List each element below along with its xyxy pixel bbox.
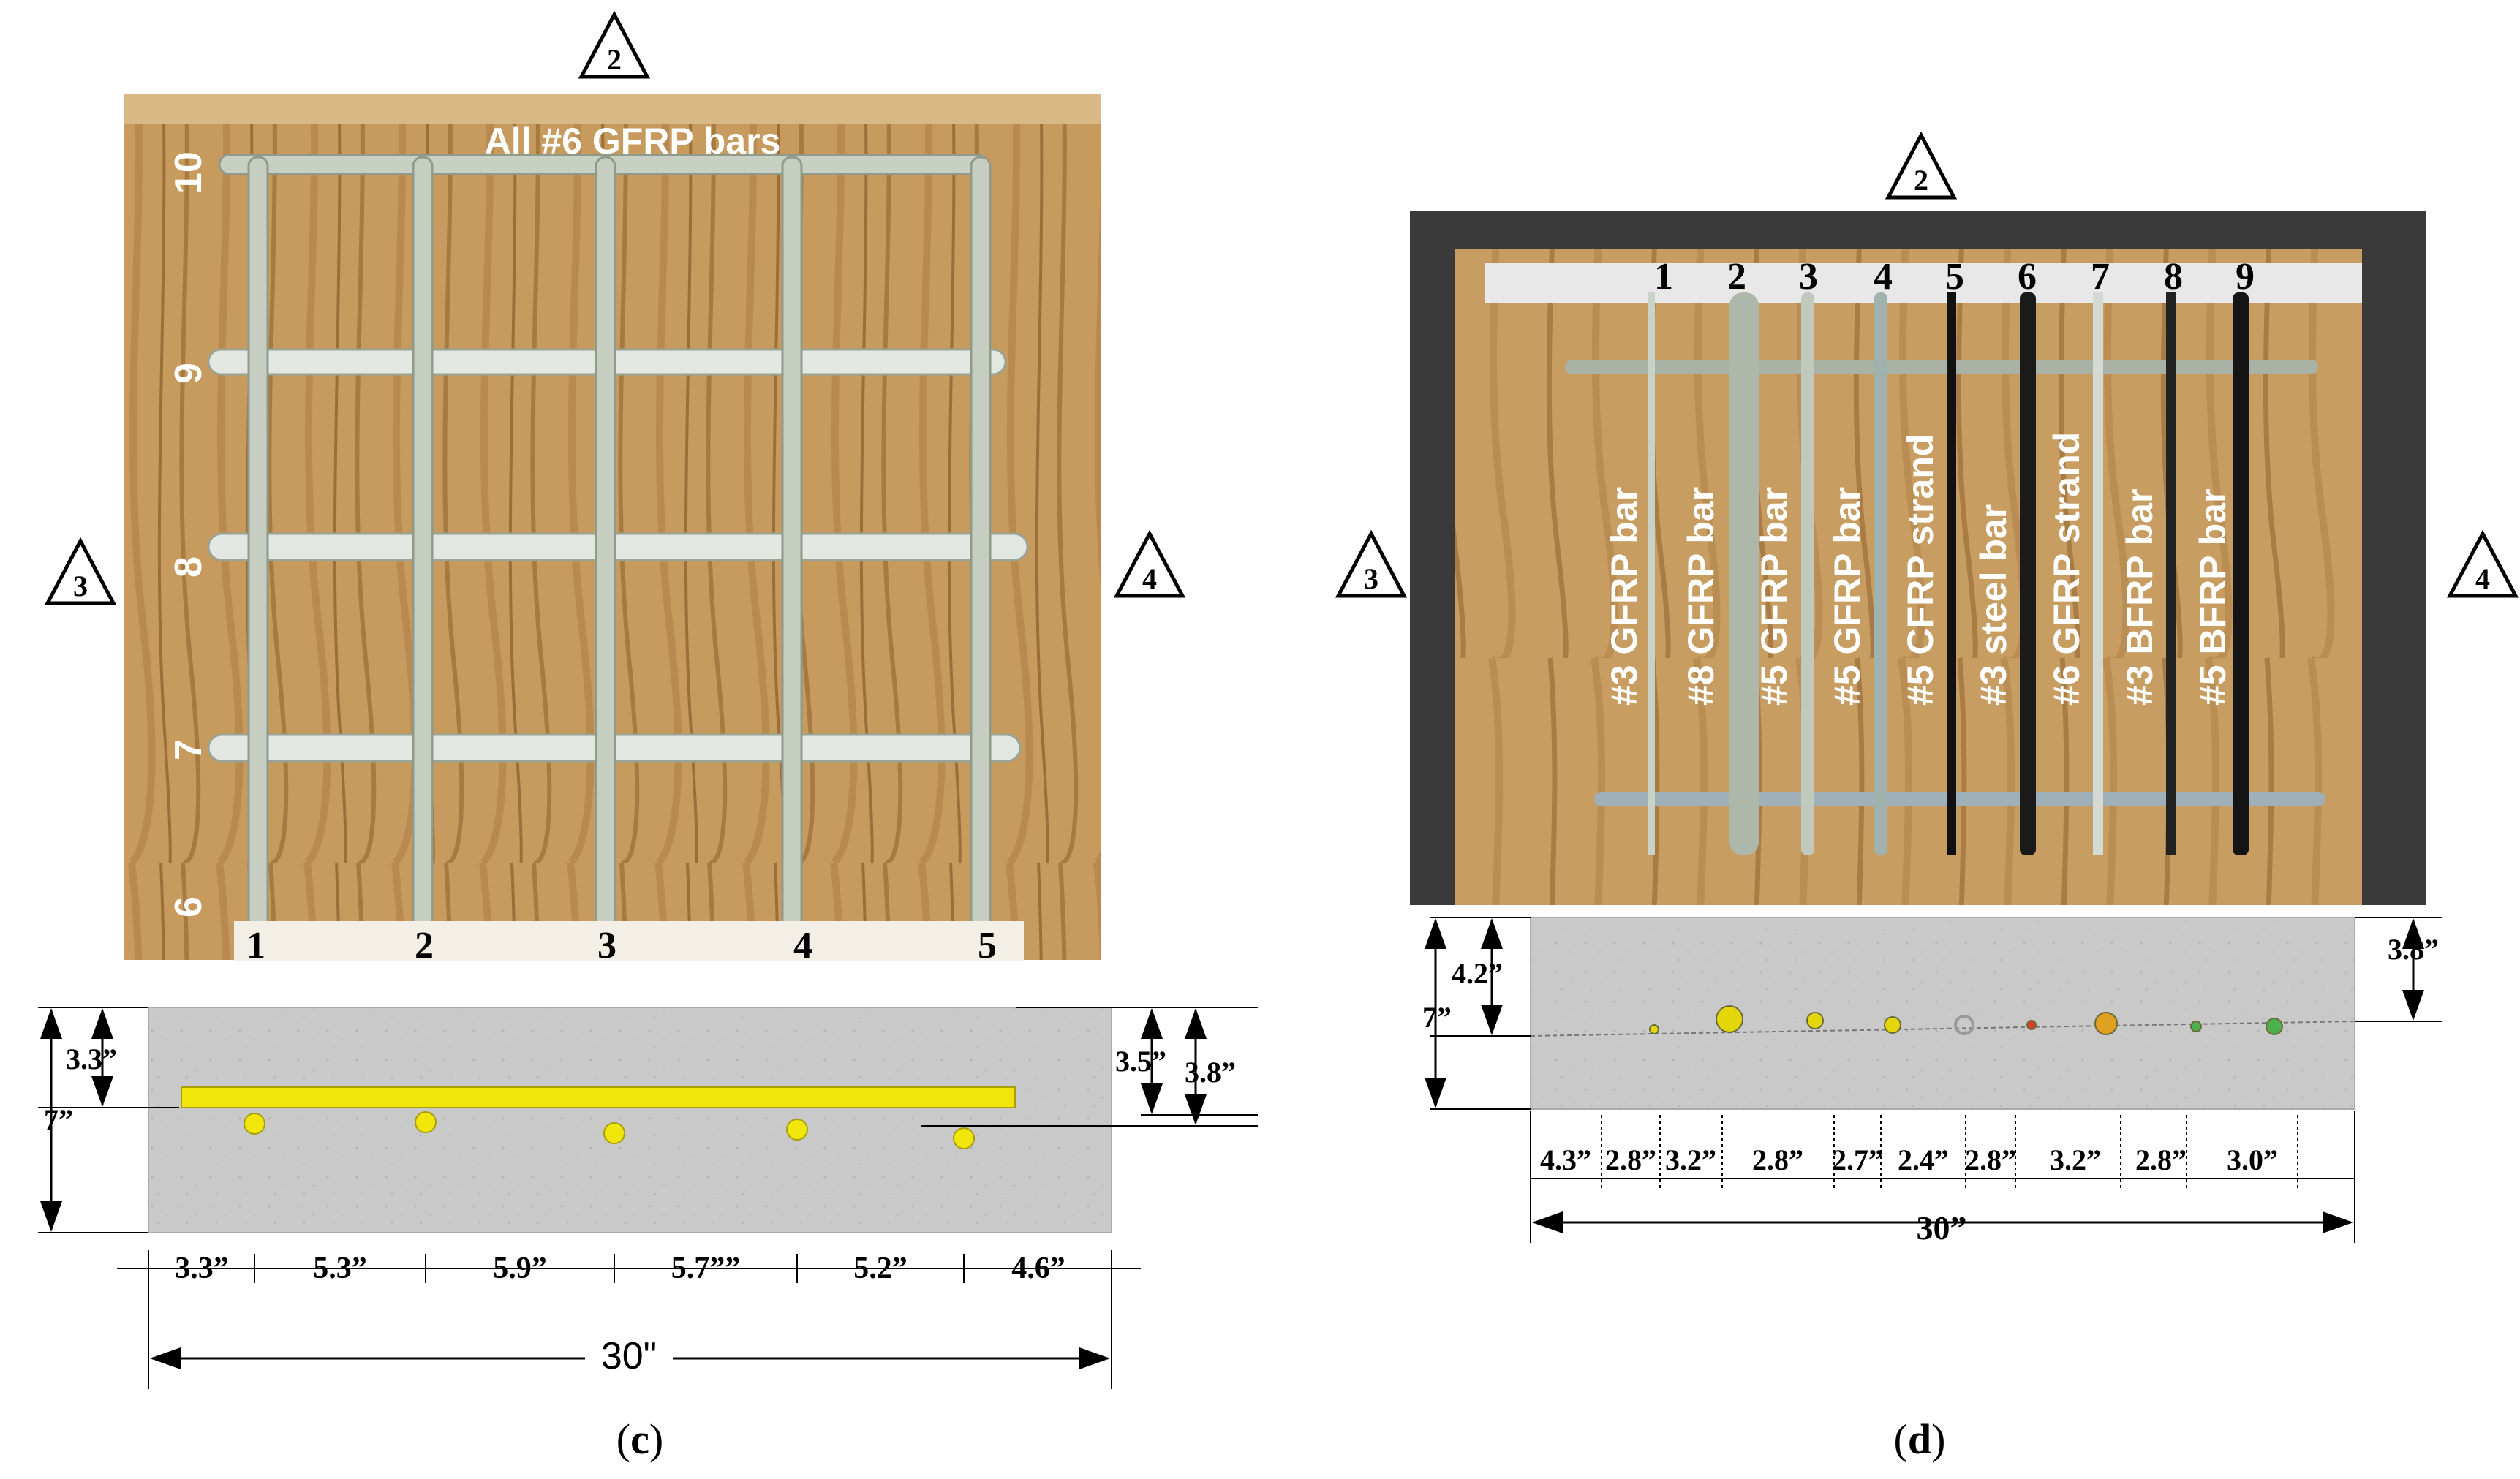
bar-number-c-8: 8 [167,556,210,578]
top-cover-label-d: 4.2” [1452,957,1503,990]
section-marker-right-c: 4 [1113,529,1186,598]
bar-label-d-3: #5 GFRP bar [1754,487,1795,706]
photo-title-c: All #6 GFRP bars [485,121,781,162]
bar-number-c-1: 1 [246,925,265,967]
panel-d: 2 3 4 [1335,131,2519,1463]
top-cover-label-c: 3.3” [66,1043,117,1075]
longitudinal-bars-d [1648,292,2249,855]
bar-number-d-6: 6 [2018,256,2037,298]
depth-label-d: 7” [1422,1001,1452,1034]
spacing-d-2: 2.8” [1605,1143,1656,1176]
spacing-d-6: 2.4” [1898,1143,1949,1176]
spacing-d-7: 2.8” [1965,1143,2016,1176]
bar-number-d-5: 5 [1945,256,1964,298]
caption-d: (d) [1894,1415,1946,1463]
bar-label-d-7: #6 GFRP strand [2046,432,2087,706]
section-marker-top-d: 2 [1885,131,1958,200]
bar-section-d-6 [2026,1020,2037,1030]
formwork-photo-c: All #6 GFRP bars 1 2 3 4 5 6 7 8 9 10 [124,94,1101,967]
bar-section-d-9 [2266,1018,2283,1035]
bar-section-d-8 [2190,1021,2202,1032]
right-depth-label-c-2: 3.8” [1185,1056,1236,1089]
spacing-d-5: 2.7” [1832,1143,1883,1176]
right-depth-label-c-1: 3.5” [1115,1045,1166,1078]
cross-section-d: 4.2” 7” 3.8” 4.3” 2.8” 3.2” 2.8” 2.7” 2.… [1422,917,2442,1247]
section-marker-left-c: 3 [44,537,117,605]
svg-text:4: 4 [1142,562,1157,595]
bar-number-d-8: 8 [2164,256,2183,298]
bar-section-c-3 [603,1122,625,1144]
spacing-dims-c: 3.3” 5.3” 5.9” 5.7”” 5.2” 4.6” 30" [117,1250,1141,1389]
spacing-c-5: 5.2” [853,1252,908,1285]
bar-number-d-7: 7 [2091,256,2110,298]
bar-section-d-3 [1806,1012,1824,1029]
cross-section-c: 7” 3.3” 3.5” 3.8” 3.3” 5.3” [38,1007,1258,1389]
section-marker-top-c: 2 [578,10,651,79]
bar-number-d-3: 3 [1799,256,1818,298]
bar-label-d-8: #3 BFRP bar [2119,489,2160,706]
formwork-photo-d: 1 2 3 4 5 6 7 8 9 #3 GFRP bar #8 GFRP ba… [1410,211,2426,905]
svg-text:4: 4 [2475,562,2490,595]
bar-number-d-2: 2 [1727,256,1746,298]
spacing-d-8: 3.2” [2050,1143,2101,1176]
bar-number-c-3: 3 [597,925,616,967]
bar-section-d-4 [1884,1016,1901,1034]
bar-label-d-9: #5 BFRP bar [2192,489,2233,706]
section-marker-right-d: 4 [2446,529,2519,598]
bar-number-c-4: 4 [793,925,812,967]
width-label-c: 30" [601,1335,657,1377]
bar-section-d-2 [1716,1005,1743,1033]
spacing-c-2: 5.3” [313,1252,367,1285]
svg-text:2: 2 [1914,164,1928,197]
bar-label-d-6: #3 steel bar [1973,504,2014,706]
caption-c: (c) [616,1415,663,1463]
spacing-dims-d: 4.3” 2.8” 3.2” 2.8” 2.7” 2.4” 2.8” 3.2” … [1530,1111,2355,1247]
bar-label-d-4: #5 GFRP bar [1827,487,1868,706]
right-depth-label-d: 3.8” [2388,933,2439,966]
bar-section-c-2 [415,1111,437,1133]
bar-number-c-7: 7 [167,739,210,760]
spacing-d-1: 4.3” [1540,1143,1591,1176]
bar-label-d-2: #8 GFRP bar [1680,487,1721,706]
bar-number-d-4: 4 [1874,256,1893,298]
bar-section-d-7 [2094,1012,2118,1035]
svg-text:3: 3 [73,570,88,602]
bar-number-c-5: 5 [978,925,997,967]
bar-section-c-1 [244,1113,265,1135]
bar-section-c-5 [953,1127,975,1149]
bar-number-c-2: 2 [415,925,434,967]
bar-number-c-6: 6 [167,896,210,918]
bar-section-d-1 [1649,1024,1659,1034]
panel-c: 2 3 4 [38,10,1258,1463]
bar-number-d-1: 1 [1654,256,1673,298]
svg-text:2: 2 [607,43,622,76]
width-label-d: 30” [1917,1209,1967,1247]
bar-section-d-5 [1954,1015,1974,1035]
depth-label-c: 7” [44,1103,73,1136]
bar-section-c-4 [786,1119,808,1141]
longitudinal-bars-c [247,156,992,934]
transverse-bar-section-c [181,1086,1016,1108]
bar-label-d-1: #3 GFRP bar [1604,487,1645,706]
spacing-c-4: 5.7”” [671,1252,741,1285]
section-marker-left-d: 3 [1335,529,1408,598]
spacing-c-6: 4.6” [1011,1252,1065,1285]
spacing-d-4: 2.8” [1752,1143,1803,1176]
bar-number-c-10: 10 [167,151,210,194]
spacing-d-9: 2.8” [2135,1143,2187,1176]
spacing-c-1: 3.3” [175,1252,229,1285]
bar-sections-d [1649,1005,2283,1035]
spacing-d-10: 3.0” [2227,1143,2278,1176]
svg-text:3: 3 [1364,562,1378,595]
spacing-c-3: 5.9” [493,1252,547,1285]
bar-number-d-9: 9 [2236,256,2255,298]
bar-number-c-9: 9 [167,363,210,384]
spacing-d-3: 3.2” [1665,1143,1716,1176]
bar-label-d-5: #5 CFRP strand [1900,434,1941,706]
